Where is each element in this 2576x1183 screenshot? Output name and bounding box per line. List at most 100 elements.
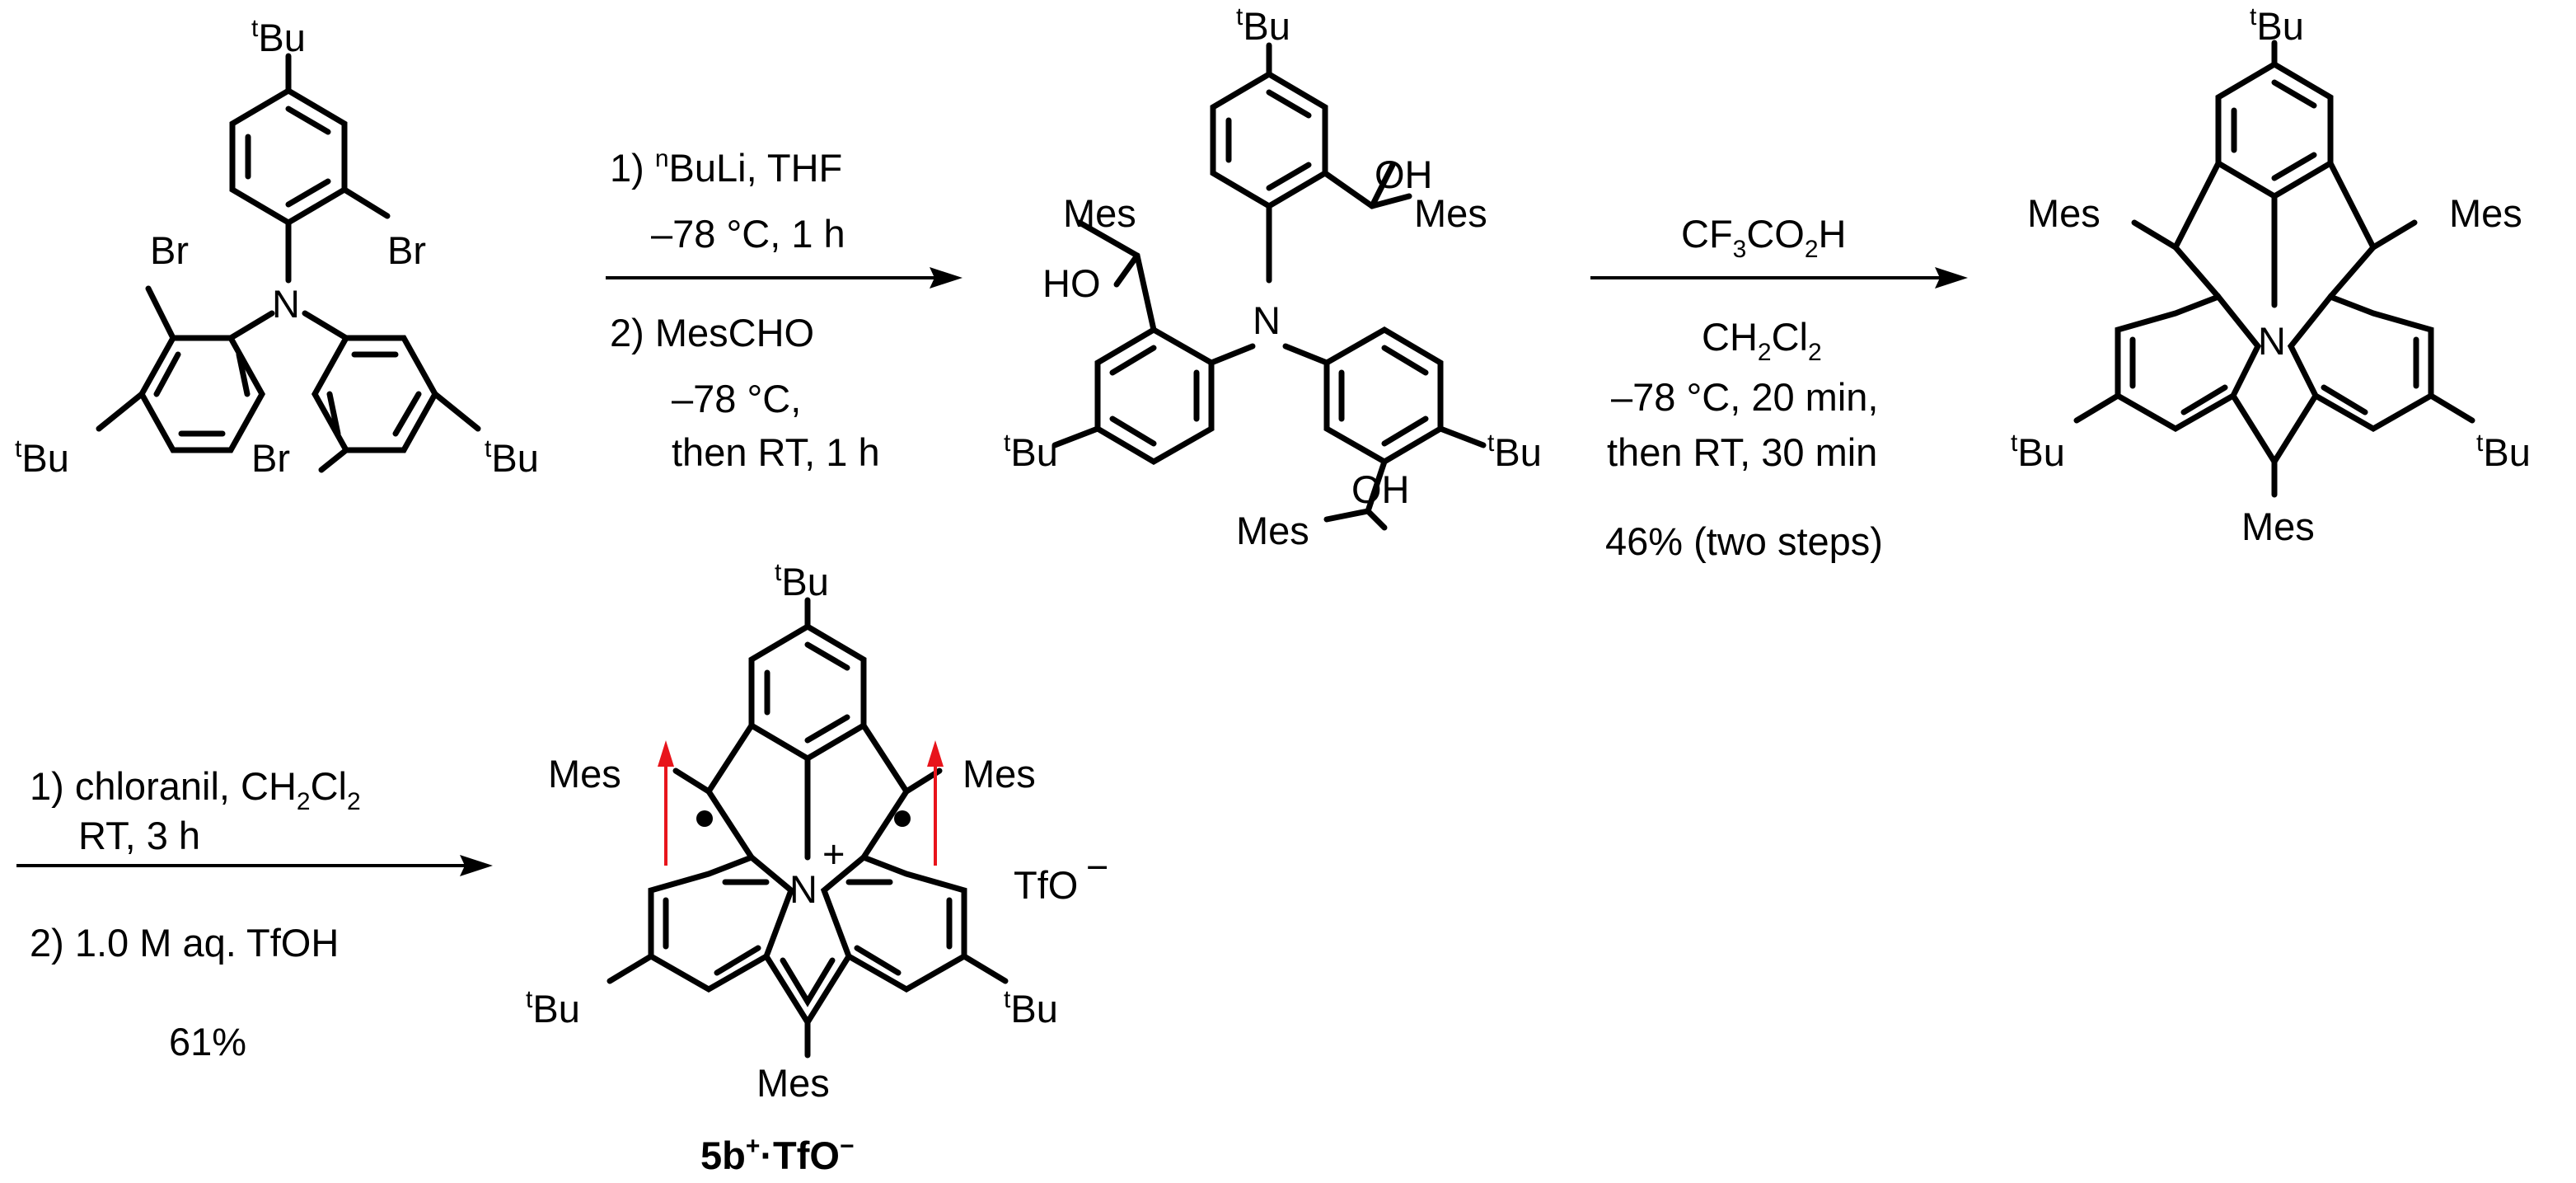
step2-line3: –78 °C, 20 min, bbox=[1611, 375, 1878, 419]
compound-name-a: 5b bbox=[700, 1134, 746, 1177]
tbu-sup: t bbox=[1004, 430, 1011, 457]
svg-text:tBu: tBu bbox=[2011, 430, 2065, 474]
tbu-sup: t bbox=[775, 559, 782, 586]
ho-label: HO bbox=[1042, 261, 1101, 305]
step1-line1-text: BuLi, THF bbox=[669, 146, 843, 190]
tbu-label: Bu bbox=[2017, 430, 2065, 474]
mes-label: Mes bbox=[2449, 191, 2522, 235]
tbu-sup: t bbox=[1004, 986, 1011, 1013]
step2-line4: then RT, 30 min bbox=[1607, 430, 1877, 474]
step1-line2: –78 °C, 1 h bbox=[651, 212, 845, 256]
oh-label: OH bbox=[1351, 467, 1410, 511]
compound-name-sup1: + bbox=[746, 1133, 761, 1160]
svg-text:tBu: tBu bbox=[2250, 3, 2304, 48]
mes-label: Mes bbox=[2027, 191, 2101, 235]
compound-name-b: ·TfO bbox=[760, 1134, 840, 1177]
reaction-arrow-1 bbox=[606, 267, 962, 289]
svg-text:1) chloranil, CH2Cl2: 1) chloranil, CH2Cl2 bbox=[30, 764, 361, 815]
step2-line2-sub2: 2 bbox=[1808, 339, 1822, 366]
cation-plus: + bbox=[822, 832, 845, 876]
step3-line3: 2) 1.0 M aq. TfOH bbox=[30, 921, 339, 965]
mes-label: Mes bbox=[1063, 191, 1136, 235]
compound-label: 5b+·TfO− bbox=[700, 1133, 855, 1177]
step3-line1-sub2: 2 bbox=[347, 788, 361, 815]
n-atom-label: N bbox=[1253, 298, 1281, 342]
tbu-sup: t bbox=[1487, 430, 1495, 457]
tbu-label: Bu bbox=[21, 436, 69, 480]
br-label: Br bbox=[387, 228, 426, 272]
intermediate-leuco-triangulene: tBu Mes Mes N tBu tBu Mes bbox=[2011, 3, 2531, 548]
svg-text:1) nBuLi, THF: 1) nBuLi, THF bbox=[610, 145, 842, 190]
tbu-sup: t bbox=[2476, 430, 2484, 457]
tbu-label: Bu bbox=[258, 16, 306, 59]
step2-line1-sub1: 3 bbox=[1733, 236, 1747, 263]
tbu-label: Bu bbox=[532, 987, 580, 1030]
step2-line2-b: Cl bbox=[1772, 315, 1808, 359]
tbu-label: Bu bbox=[2483, 430, 2531, 474]
reaction-arrow-3 bbox=[16, 855, 493, 876]
svg-text:tBu: tBu bbox=[775, 559, 829, 603]
intermediate-triol: tBu OH Mes Mes HO N tBu tBu OH Mes bbox=[1004, 3, 1542, 552]
tbu-label: Bu bbox=[491, 436, 539, 480]
svg-text:tBu: tBu bbox=[251, 15, 306, 59]
n-atom-label: N bbox=[2258, 319, 2286, 363]
tbu-label: Bu bbox=[2256, 4, 2304, 48]
step2-conditions: CF3CO2H CH2Cl2 –78 °C, 20 min, then RT, … bbox=[1605, 212, 1883, 563]
step2-line1-a: CF bbox=[1681, 212, 1733, 256]
step2-line1-b: CO bbox=[1746, 212, 1805, 256]
step1-line3: 2) MesCHO bbox=[610, 311, 814, 354]
svg-text:tBu: tBu bbox=[2476, 430, 2531, 474]
svg-text:tBu: tBu bbox=[1236, 3, 1290, 48]
compound-name-sup2: − bbox=[840, 1133, 855, 1160]
n-atom-label: N bbox=[272, 282, 300, 326]
svg-text:tBu: tBu bbox=[15, 435, 69, 480]
tbu-label: Bu bbox=[1010, 987, 1058, 1030]
svg-text:CH2Cl2: CH2Cl2 bbox=[1702, 315, 1822, 366]
step1-line1-prefix: 1) bbox=[610, 146, 655, 190]
tbu-sup: t bbox=[251, 15, 259, 42]
step3-line2: RT, 3 h bbox=[78, 814, 200, 857]
reaction-arrow-2 bbox=[1590, 267, 1968, 289]
step2-line2-a: CH bbox=[1702, 315, 1758, 359]
step3-line1-b: Cl bbox=[311, 764, 347, 808]
tbu-sup: t bbox=[1236, 3, 1244, 31]
mes-label: Mes bbox=[2241, 505, 2315, 548]
step3-line1-sub1: 2 bbox=[297, 788, 311, 815]
anion-minus: − bbox=[1086, 845, 1108, 889]
tbu-sup: t bbox=[485, 435, 492, 462]
step2-line5: 46% (two steps) bbox=[1605, 519, 1883, 563]
step3-conditions: 1) chloranil, CH2Cl2 RT, 3 h 2) 1.0 M aq… bbox=[30, 764, 361, 1063]
oh-label: OH bbox=[1375, 153, 1433, 196]
mes-label: Mes bbox=[1236, 509, 1309, 552]
br-label: Br bbox=[150, 228, 189, 272]
step1-line1-sup: n bbox=[655, 145, 669, 172]
mes-label: Mes bbox=[962, 752, 1036, 796]
tfo-label: TfO bbox=[1014, 863, 1078, 907]
svg-text:tBu: tBu bbox=[1487, 430, 1542, 474]
tbu-label: Bu bbox=[1243, 4, 1290, 48]
step2-line2-sub1: 2 bbox=[1758, 339, 1772, 366]
tbu-sup: t bbox=[526, 986, 533, 1013]
tbu-sup: t bbox=[2250, 3, 2257, 31]
spin-up-arrow bbox=[927, 740, 944, 866]
svg-text:tBu: tBu bbox=[1004, 430, 1058, 474]
svg-text:tBu: tBu bbox=[485, 435, 539, 480]
mes-label: Mes bbox=[1414, 191, 1487, 235]
step2-line1-c: H bbox=[1819, 212, 1847, 256]
svg-text:CF3CO2H: CF3CO2H bbox=[1681, 212, 1846, 263]
step1-line5: then RT, 1 h bbox=[672, 430, 880, 474]
step1-line4: –78 °C, bbox=[672, 377, 801, 420]
mes-label: Mes bbox=[756, 1061, 830, 1105]
tbu-label: Bu bbox=[1010, 430, 1058, 474]
product-triangulene-radical-cation: tBu Mes Mes N + TfO − tBu tBu Mes 5b+·Tf… bbox=[526, 559, 1108, 1177]
svg-text:tBu: tBu bbox=[1004, 986, 1058, 1030]
step1-conditions: 1) nBuLi, THF –78 °C, 1 h 2) MesCHO –78 … bbox=[610, 145, 880, 474]
br-label: Br bbox=[251, 436, 290, 480]
tbu-sup: t bbox=[2011, 430, 2018, 457]
starting-material-triarylamine: tBu Br Br N Br tBu tBu bbox=[15, 15, 539, 480]
tbu-label: Bu bbox=[781, 560, 829, 603]
tbu-label: Bu bbox=[1494, 430, 1542, 474]
n-atom-label: N bbox=[789, 867, 817, 911]
tbu-sup: t bbox=[15, 435, 22, 462]
